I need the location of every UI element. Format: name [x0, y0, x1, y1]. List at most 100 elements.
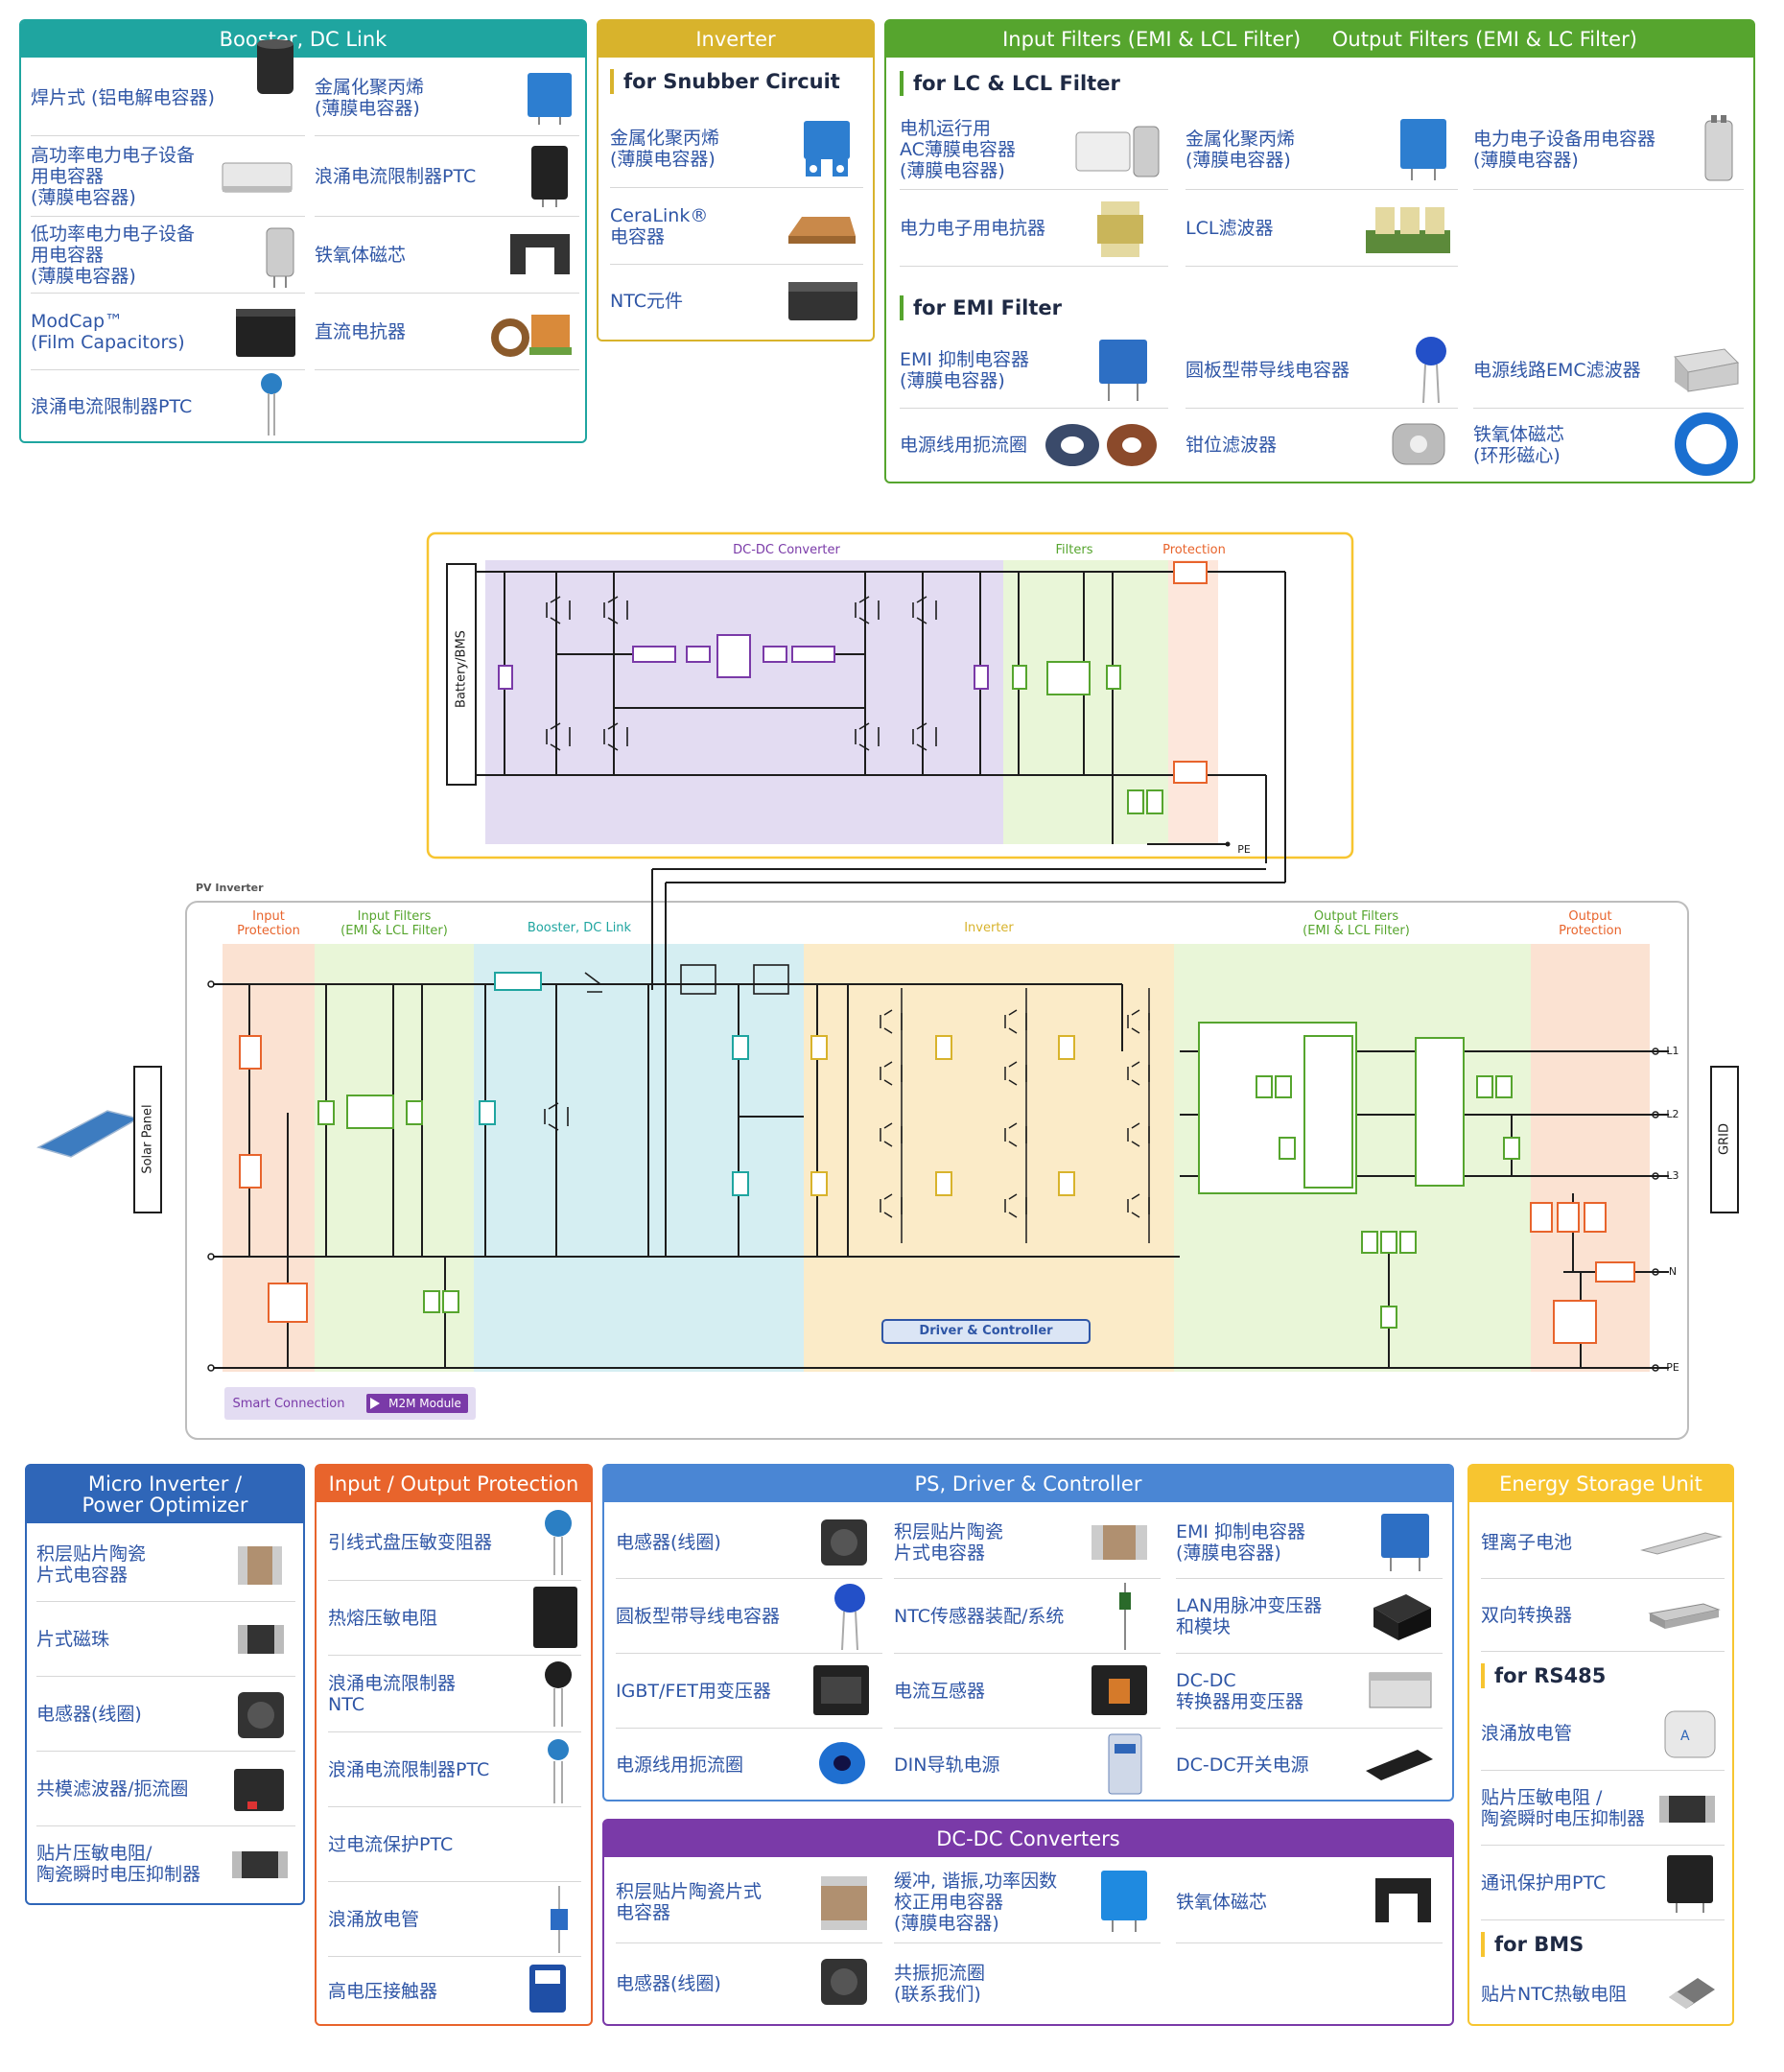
io-item-4[interactable]: 过电流保护PTC [328, 1807, 581, 1882]
micro-item-0[interactable]: 积层贴片陶瓷 片式电容器 [36, 1527, 295, 1602]
power-capacitor-can-icon [1704, 115, 1733, 181]
io-item-5[interactable]: 浪涌放电管 [328, 1882, 581, 1957]
ps-c3-0[interactable]: EMI 抑制电容器 (薄膜电容器) [1176, 1506, 1443, 1579]
booster-item-1[interactable]: 高功率电力电子设备 用电容器 (薄膜电容器) [31, 136, 305, 217]
ess-item-5[interactable]: 贴片NTC热敏电阻 [1481, 1963, 1725, 2026]
film-capacitor-blue-icon [1101, 1871, 1147, 1932]
emi-subheading: for EMI Filter [900, 295, 1062, 320]
micro-item-1[interactable]: 片式磁珠 [36, 1602, 295, 1677]
line-l1: L1 [1666, 1045, 1679, 1057]
booster-item-8[interactable]: 直流电抗器 [315, 294, 579, 370]
ps-header: PS, Driver & Controller [604, 1466, 1452, 1502]
ess-item-3[interactable]: 贴片压敏电阻 / 陶瓷瞬时电压抑制器 [1481, 1771, 1725, 1846]
smd-varistor-icon [1659, 1796, 1715, 1823]
ps-c3-3[interactable]: DC-DC开关电源 [1176, 1729, 1443, 1801]
booster-item-0[interactable]: 焊片式 (铝电解电容器) [31, 39, 305, 136]
dcdc-c1-0[interactable]: 积层贴片陶瓷片式 电容器 [616, 1861, 882, 1943]
gas-discharge-tube-icon: A [1664, 1710, 1716, 1758]
comm-ptc-icon [1667, 1855, 1713, 1913]
inverter-item-1[interactable]: CeraLink® 电容器 [610, 188, 863, 265]
ps-c2-0[interactable]: 积层贴片陶瓷 片式电容器 [894, 1506, 1161, 1579]
inverter-item-2[interactable]: NTC元件 [610, 265, 863, 338]
ess-item-4[interactable]: 通讯保护用PTC [1481, 1846, 1725, 1920]
booster-item-6[interactable]: 浪涌电流限制器PTC [315, 136, 579, 217]
booster-item-2[interactable]: 低功率电力电子设备 用电容器 (薄膜电容器) [31, 217, 305, 294]
lc-item-1[interactable]: 金属化聚丙烯 (薄膜电容器) [1185, 109, 1458, 190]
booster-item-3[interactable]: ModCap™ (Film Capacitors) [31, 294, 305, 370]
emi-item-0[interactable]: EMI 抑制电容器 (薄膜电容器) [900, 332, 1168, 409]
io-header: Input / Output Protection [317, 1466, 591, 1502]
dcdc-c3-0[interactable]: 铁氧体磁芯 [1176, 1861, 1443, 1943]
lc-item-4[interactable]: LCL滤波器 [1185, 190, 1458, 267]
inductor-icon [821, 1519, 867, 1566]
dcdc-c2-1[interactable]: 共振扼流圈 (联系我们) [894, 1963, 986, 2005]
ps-c2-3[interactable]: DIN导轨电源 [894, 1729, 1161, 1801]
ps-c1-2[interactable]: IGBT/FET用变压器 [616, 1654, 882, 1729]
snubber-subheading: for Snubber Circuit [610, 69, 840, 94]
line-l3: L3 [1666, 1169, 1679, 1182]
lc-item-3[interactable]: 电力电子用电抗器 [900, 190, 1168, 267]
ess-panel: Energy Storage Unit 锂离子电池 双向转换器 for RS48… [1467, 1464, 1734, 2026]
io-item-2[interactable]: 浪涌电流限制器 NTC [328, 1656, 581, 1732]
ps-c3-2[interactable]: DC-DC 转换器用变压器 [1176, 1654, 1443, 1729]
ess-item-1[interactable]: 双向转换器 [1481, 1579, 1725, 1652]
io-item-3[interactable]: 浪涌电流限制器PTC [328, 1732, 581, 1807]
zone-input-protection: Input Protection [237, 909, 300, 938]
hv-contactor-icon [529, 1965, 566, 2013]
emi-item-5[interactable]: 铁氧体磁芯 (环形磁心) [1473, 409, 1744, 482]
m2m-module-label[interactable]: M2M Module [388, 1397, 461, 1410]
modcap-icon [236, 309, 295, 357]
inverter-item-0[interactable]: 金属化聚丙烯 (薄膜电容器) [610, 109, 863, 188]
mlcc-icon [238, 1546, 282, 1585]
micro-item-2[interactable]: 电感器(线圈) [36, 1677, 295, 1752]
ps-c1-1[interactable]: 圆板型带导线电容器 [616, 1579, 882, 1654]
ptc-disc-icon [261, 373, 282, 436]
mlcc-icon [1092, 1525, 1147, 1560]
dcdc-pe-label: PE [1237, 843, 1251, 856]
ess-header: Energy Storage Unit [1469, 1466, 1732, 1502]
ps-c1-0[interactable]: 电感器(线圈) [616, 1506, 882, 1579]
booster-header: Booster, DC Link [21, 21, 585, 58]
filters-header-output: Output Filters (EMI & LC Filter) [1331, 28, 1637, 51]
lc-item-2[interactable]: 电力电子设备用电容器 (薄膜电容器) [1473, 109, 1744, 190]
io-item-0[interactable]: 引线式盘压敏变阻器 [328, 1504, 581, 1581]
svg-text:A: A [1680, 1729, 1690, 1744]
dcdc-module-icon [1366, 1750, 1433, 1780]
ps-panel: PS, Driver & Controller 电感器(线圈) 圆板型带导线电容… [602, 1464, 1454, 1801]
choke-icon [1045, 424, 1157, 466]
smart-connection-label: Smart Connection [232, 1397, 345, 1411]
micro-item-3[interactable]: 共模滤波器/扼流圈 [36, 1752, 295, 1826]
dcdc-c1-1[interactable]: 电感器(线圈) [616, 1943, 882, 2024]
driver-controller-label[interactable]: Driver & Controller [919, 1324, 1053, 1338]
solar-panel-label: Solar Panel [140, 1104, 155, 1174]
li-ion-battery-icon [1640, 1532, 1723, 1555]
ps-c2-1[interactable]: NTC传感器装配/系统 [894, 1579, 1161, 1654]
ps-c2-2[interactable]: 电流互感器 [894, 1654, 1161, 1729]
ntc-module-icon [788, 282, 857, 320]
lcl-filter-icon [1366, 207, 1450, 253]
lc-item-0[interactable]: 电机运行用 AC薄膜电容器 (薄膜电容器) [900, 109, 1168, 190]
micro-item-4[interactable]: 贴片压敏电阻/ 陶瓷瞬时电压抑制器 [36, 1826, 295, 1901]
ps-c1-3[interactable]: 电源线用扼流圈 [616, 1729, 882, 1801]
ps-c3-1[interactable]: LAN用脉冲变压器 和模块 [1176, 1579, 1443, 1654]
emi-item-1[interactable]: 圆板型带导线电容器 [1185, 332, 1458, 409]
filters-header-input: Input Filters (EMI & LCL Filter) [1002, 28, 1302, 51]
dcdc-c2-0[interactable]: 缓冲, 谐振,功率因数 校正用电容器 (薄膜电容器) [894, 1861, 1161, 1943]
film-capacitor-icon [804, 121, 850, 177]
booster-item-7[interactable]: 铁氧体磁芯 [315, 217, 579, 294]
emi-item-3[interactable]: 电源线用扼流圈 [900, 409, 1168, 482]
micro-panel: Micro Inverter / Power Optimizer 积层贴片陶瓷 … [25, 1464, 305, 1905]
film-capacitor-can-icon [266, 227, 294, 288]
booster-item-4[interactable]: 浪涌电流限制器PTC [31, 370, 305, 443]
emi-item-4[interactable]: 钳位滤波器 [1185, 409, 1458, 482]
ess-item-0[interactable]: 锂离子电池 [1481, 1506, 1725, 1579]
booster-item-5[interactable]: 金属化聚丙烯 (薄膜电容器) [315, 59, 579, 136]
emi-item-2[interactable]: 电源线路EMC滤波器 [1473, 332, 1744, 409]
disc-varistor-icon [545, 1510, 572, 1575]
io-item-1[interactable]: 热熔压敏电阻 [328, 1581, 581, 1656]
cm-filter-icon [234, 1769, 284, 1811]
ess-item-2[interactable]: 浪涌放电管 A [1481, 1696, 1725, 1771]
reactor-icon [1097, 201, 1143, 257]
io-item-6[interactable]: 高电压接触器 [328, 1957, 581, 2026]
line-pe: PE [1666, 1361, 1679, 1374]
